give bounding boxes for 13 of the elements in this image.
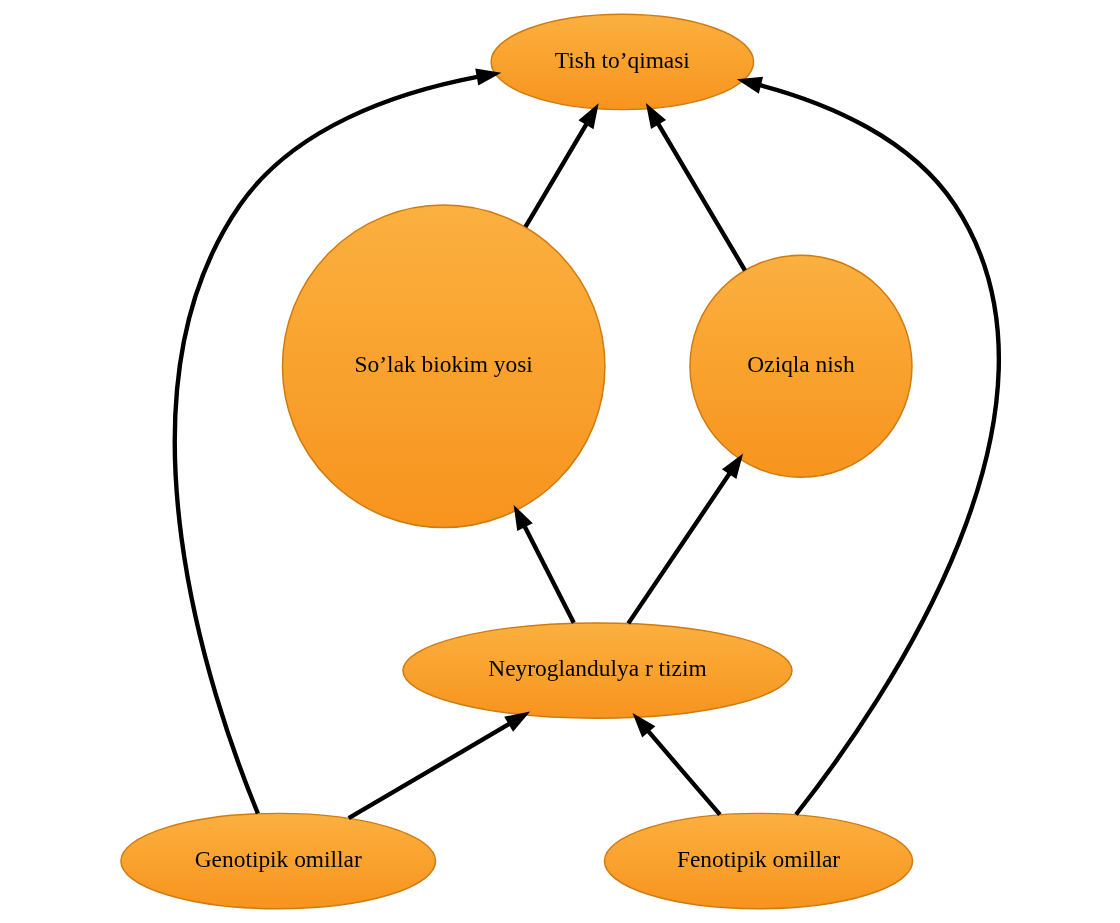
node-circle: So’lak biokim yosi [281,204,606,529]
arrow [736,76,1001,816]
arrow [645,103,747,272]
arrow [173,68,502,815]
node-ellipse: Fenotipik omillar [603,812,914,910]
arrow [523,103,599,229]
node-ellipse: Tish to’qimasi [490,13,755,111]
node-ellipse: Neyroglandulya r tizim [402,622,793,719]
arrow [626,453,744,625]
arrow [347,711,531,821]
arrow [632,712,722,817]
node-ellipse: Genotipik omillar [120,812,437,910]
arrow [513,504,576,624]
